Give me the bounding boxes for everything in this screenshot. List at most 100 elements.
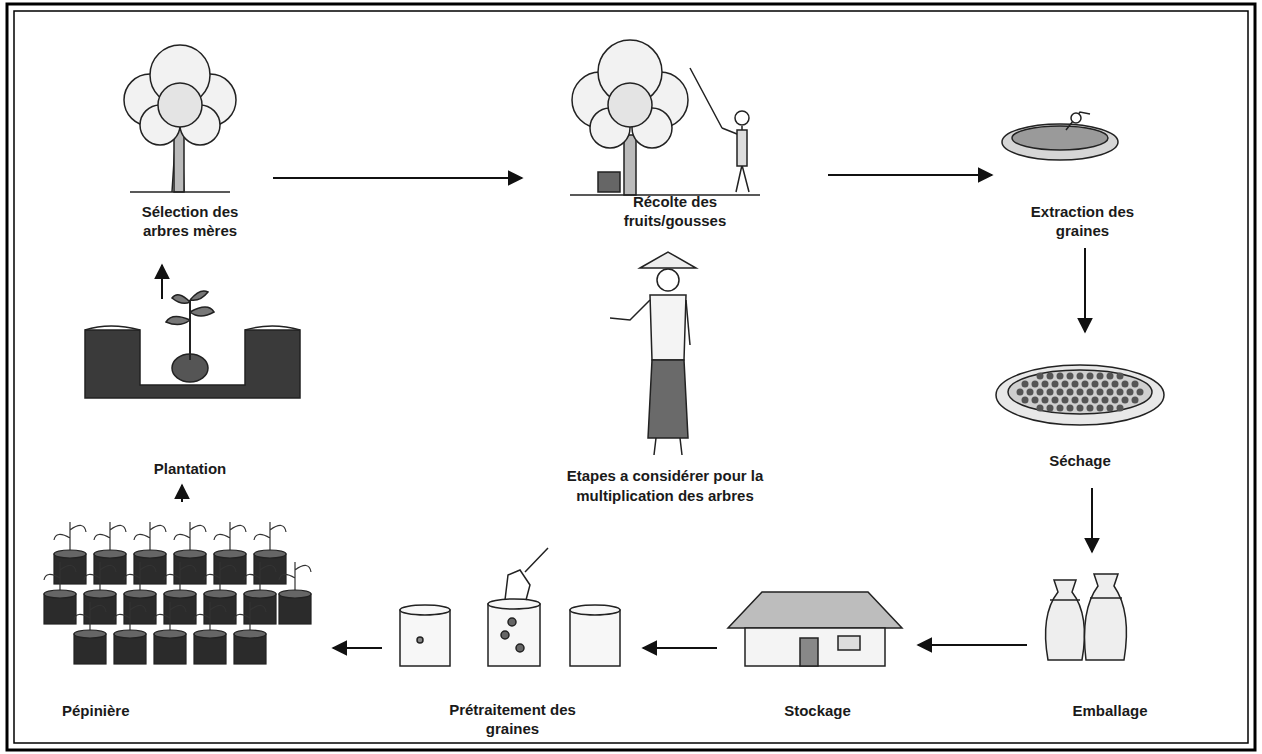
page-frame-part bbox=[7, 4, 1255, 750]
nursery-pots-part bbox=[214, 550, 246, 558]
flow-arrow bbox=[273, 177, 522, 179]
drying-basket-part-part bbox=[1082, 381, 1089, 388]
step-label: Pépinière bbox=[62, 701, 130, 720]
drying-basket-part-part bbox=[1137, 389, 1144, 396]
pretreatment-jars-part bbox=[400, 610, 450, 666]
drying-basket-part-part bbox=[1067, 405, 1074, 412]
drying-basket-part-part bbox=[1047, 389, 1054, 396]
drying-basket-part-part bbox=[1057, 373, 1064, 380]
planting-pit-part bbox=[166, 291, 214, 325]
drying-basket-part-part bbox=[1107, 373, 1114, 380]
nursery-pots-part bbox=[124, 590, 156, 598]
drying-basket-part-part bbox=[1047, 405, 1054, 412]
drying-basket-part-part bbox=[1077, 389, 1084, 396]
pretreatment-jars-part bbox=[570, 610, 620, 666]
drying-basket-part bbox=[1017, 373, 1144, 412]
pretreatment-jars-part bbox=[488, 604, 540, 666]
nursery-pots-part bbox=[84, 590, 116, 598]
page-frame-part bbox=[14, 11, 1248, 743]
step-label: Séchage bbox=[1049, 451, 1111, 470]
drying-basket-part-part bbox=[1017, 389, 1024, 396]
mother-tree-part bbox=[158, 83, 202, 127]
drying-basket-part-part bbox=[1102, 381, 1109, 388]
planting-pit bbox=[85, 291, 300, 398]
pretreatment-jars bbox=[400, 548, 620, 666]
farmer-figure-part bbox=[686, 300, 690, 345]
drying-basket-part-part bbox=[1052, 381, 1059, 388]
drying-basket-part-part bbox=[1062, 397, 1069, 404]
drying-basket-part-part bbox=[1057, 389, 1064, 396]
drying-basket-part bbox=[1008, 370, 1152, 414]
flow-arrow bbox=[918, 644, 1027, 646]
farmer-figure-part bbox=[648, 360, 688, 438]
farmer-figure-part bbox=[657, 269, 679, 291]
nursery-pots-part bbox=[134, 550, 166, 558]
mother-tree bbox=[124, 45, 236, 192]
step-node: Prétraitement des graines bbox=[385, 560, 640, 740]
drying-basket-part-part bbox=[1087, 373, 1094, 380]
drying-basket-part-part bbox=[1077, 373, 1084, 380]
drying-basket-part-part bbox=[1032, 381, 1039, 388]
flow-arrow bbox=[333, 647, 382, 649]
step-node: Sélection des arbres mères bbox=[110, 50, 270, 262]
step-node: Récolte des fruits/gousses bbox=[525, 50, 825, 240]
nursery-pots-part bbox=[94, 550, 126, 558]
nursery-pots-part bbox=[164, 590, 196, 598]
drying-basket-part-part bbox=[1132, 397, 1139, 404]
seed-tray-part bbox=[1071, 113, 1081, 123]
pretreatment-jars-part bbox=[505, 548, 548, 600]
nursery-pots-part bbox=[174, 550, 206, 558]
nursery-pots-part bbox=[254, 550, 286, 558]
step-node: Plantation bbox=[75, 302, 305, 482]
drying-basket-part-part bbox=[1117, 373, 1124, 380]
storage-house-part bbox=[745, 628, 885, 666]
step-node: Extraction des graines bbox=[995, 100, 1170, 245]
harvest-scene-part bbox=[598, 172, 620, 192]
drying-basket-part-part bbox=[1022, 397, 1029, 404]
farmer-figure bbox=[610, 252, 696, 455]
pretreatment-jars-part bbox=[417, 637, 423, 643]
planting-pit-part bbox=[85, 326, 300, 330]
page-frame bbox=[7, 4, 1255, 750]
step-label: Emballage bbox=[1072, 701, 1147, 720]
nursery-pots-part bbox=[44, 590, 76, 598]
harvest-scene bbox=[570, 40, 760, 195]
drying-basket-part-part bbox=[1042, 381, 1049, 388]
nursery-pots-part bbox=[279, 590, 311, 598]
step-label: Extraction des graines bbox=[1018, 202, 1148, 240]
seed-tray-part bbox=[1012, 126, 1108, 150]
drying-basket-part-part bbox=[1037, 405, 1044, 412]
flow-arrow bbox=[1091, 488, 1093, 552]
drying-basket-part-part bbox=[1122, 381, 1129, 388]
seed-tray bbox=[1002, 112, 1118, 160]
drying-basket-part-part bbox=[1107, 389, 1114, 396]
drying-basket-part-part bbox=[1107, 405, 1114, 412]
drying-basket-part-part bbox=[1032, 397, 1039, 404]
seed-bags bbox=[1046, 574, 1127, 660]
storage-house-part bbox=[838, 636, 860, 650]
harvest-scene-part bbox=[735, 111, 749, 125]
drying-basket-part-part bbox=[1102, 397, 1109, 404]
pretreatment-jars-part bbox=[508, 618, 516, 626]
drying-basket-part-part bbox=[1057, 405, 1064, 412]
drying-basket-part-part bbox=[1047, 373, 1054, 380]
drying-basket-part-part bbox=[1022, 381, 1029, 388]
diagram-title: Etapes a considérer pour la multiplicati… bbox=[530, 466, 800, 506]
drying-basket-part-part bbox=[1072, 381, 1079, 388]
harvest-scene-part bbox=[737, 130, 747, 166]
flow-arrow bbox=[828, 174, 992, 176]
nursery-pots-part bbox=[154, 630, 186, 638]
farmer-figure-part bbox=[654, 438, 682, 455]
storage-house-part bbox=[800, 638, 818, 666]
harvest-scene-part bbox=[624, 135, 636, 195]
seed-tray-part bbox=[1002, 124, 1118, 160]
storage-house-part bbox=[728, 592, 902, 628]
nursery-pots-part bbox=[234, 630, 266, 638]
nursery-pots bbox=[44, 522, 311, 664]
step-node: Stockage bbox=[720, 575, 915, 725]
step-node: Séchage bbox=[990, 335, 1170, 485]
mother-tree-part bbox=[174, 130, 184, 192]
drying-basket bbox=[996, 365, 1164, 425]
seed-bags-part bbox=[1085, 574, 1127, 660]
